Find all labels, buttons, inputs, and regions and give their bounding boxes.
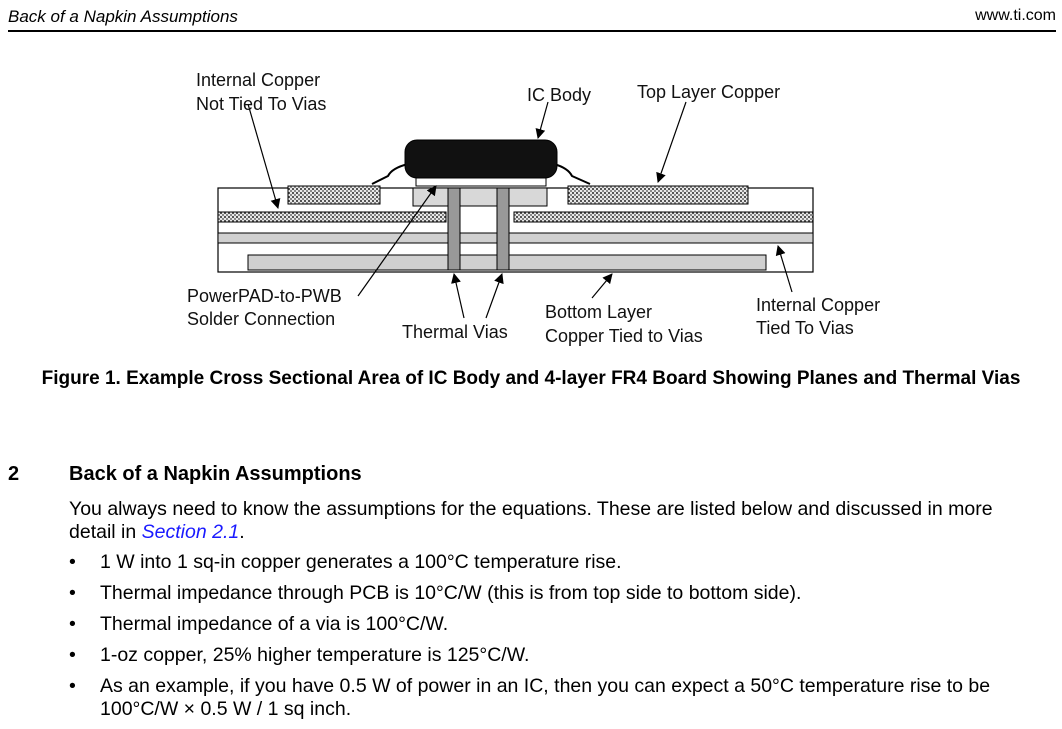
intro-end: . xyxy=(239,521,245,543)
section-link[interactable]: Section 2.1 xyxy=(141,521,240,543)
thermal-via-left xyxy=(447,187,461,271)
list-item: • Thermal impedance through PCB is 10°C/W… xyxy=(69,582,1044,605)
bullet-icon: • xyxy=(69,613,76,635)
list-item: • As an example, if you have 0.5 W of pow… xyxy=(69,675,1044,721)
label-powerpad-1: PowerPAD-to-PWB xyxy=(187,286,342,306)
label-bottom-layer-2: Copper Tied to Vias xyxy=(545,326,703,346)
intro-paragraph: You always need to know the assumptions … xyxy=(69,498,1044,544)
label-thermal-vias: Thermal Vias xyxy=(402,322,508,342)
cross-section-figure: Internal Copper Not Tied To Vias IC Body… xyxy=(0,60,1062,360)
section-number: 2 xyxy=(8,463,20,485)
list-item-text: 1-oz copper, 25% higher temperature is 1… xyxy=(100,644,530,666)
bullet-icon: • xyxy=(69,675,76,697)
bullet-icon: • xyxy=(69,644,76,666)
internal-copper-tied xyxy=(217,232,814,244)
bullet-icon: • xyxy=(69,551,76,573)
label-powerpad-2: Solder Connection xyxy=(187,309,336,329)
label-internal-tied-1: Internal Copper xyxy=(756,295,881,315)
header-site-link[interactable]: www.ti.com xyxy=(975,7,1056,24)
list-item-text: Thermal impedance of a via is 100°C/W. xyxy=(100,613,449,635)
label-internal-not-tied-1: Internal Copper xyxy=(196,70,321,90)
page-header: Back of a Napkin Assumptions www.ti.com xyxy=(8,6,1056,32)
figure-caption: Figure 1. Example Cross Sectional Area o… xyxy=(41,368,1021,389)
list-item-text: 1 W into 1 sq-in copper generates a 100°… xyxy=(100,551,622,573)
assumptions-list: • 1 W into 1 sq-in copper generates a 100… xyxy=(69,551,1044,729)
intro-text: You always need to know the assumptions … xyxy=(69,498,993,543)
list-item-text: As an example, if you have 0.5 W of powe… xyxy=(100,675,991,720)
internal-copper-not-tied-right xyxy=(513,211,814,223)
list-item: • 1-oz copper, 25% higher temperature is … xyxy=(69,644,1044,667)
top-copper-left xyxy=(287,185,381,205)
list-item: • Thermal impedance of a via is 100°C/W. xyxy=(69,613,1044,636)
thermal-via-right xyxy=(496,187,510,271)
label-internal-tied-2: Tied To Vias xyxy=(756,318,854,338)
section-title: Back of a Napkin Assumptions xyxy=(69,463,362,485)
top-copper-right xyxy=(567,185,749,205)
thermal-pad xyxy=(412,187,548,207)
list-item-text: Thermal impedance through PCB is 10°C/W … xyxy=(100,582,802,604)
bullet-icon: • xyxy=(69,582,76,604)
header-title: Back of a Napkin Assumptions xyxy=(8,7,238,26)
label-bottom-layer-1: Bottom Layer xyxy=(545,302,653,322)
internal-copper-not-tied-left xyxy=(217,211,447,223)
cross-section-diagram xyxy=(217,101,814,319)
label-ic-body: IC Body xyxy=(527,85,592,105)
label-top-layer-copper: Top Layer Copper xyxy=(637,82,781,102)
ic-body xyxy=(404,139,558,179)
list-item: • 1 W into 1 sq-in copper generates a 100… xyxy=(69,551,1044,574)
label-internal-not-tied-2: Not Tied To Vias xyxy=(196,94,327,114)
